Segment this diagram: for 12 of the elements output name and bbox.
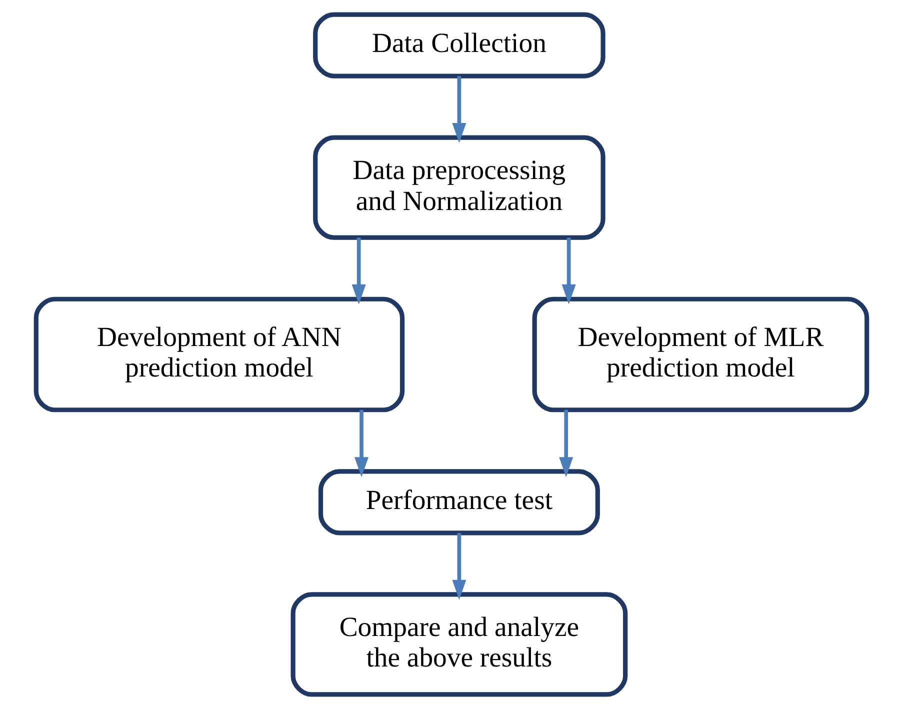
node-box: Development of MLR prediction model xyxy=(532,296,870,412)
node-box: Development of ANN prediction model xyxy=(34,296,405,412)
arrow xyxy=(352,238,366,304)
node-box: Data preprocessing and Normalization xyxy=(313,135,606,240)
node-box: Data Collection xyxy=(313,12,606,78)
arrow xyxy=(452,76,466,144)
arrow xyxy=(452,533,466,600)
node-box: Performance test xyxy=(318,469,600,536)
node-box: Compare and analyze the above results xyxy=(290,592,628,697)
arrow xyxy=(559,410,574,478)
arrow xyxy=(354,410,369,478)
arrow xyxy=(562,238,576,304)
